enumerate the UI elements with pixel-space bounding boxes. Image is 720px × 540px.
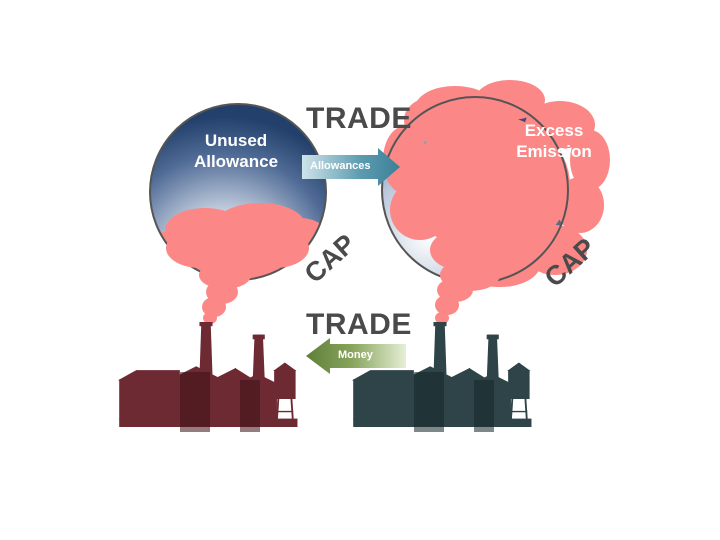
money-arrow-label: Money — [338, 349, 373, 361]
right-bubble-label: Excess Emission — [504, 120, 604, 162]
left-bubble-line1: Unused — [204, 131, 268, 150]
left-bubble-line2: Allowance — [193, 152, 279, 171]
right-bubble-line1: Excess — [524, 121, 584, 140]
right-bubble — [381, 80, 610, 287]
allowances-arrow — [302, 148, 400, 186]
right-smoke — [435, 259, 500, 324]
left-smoke — [166, 228, 309, 324]
left-bubble-label: Unused Allowance — [186, 130, 286, 172]
money-arrow — [306, 338, 406, 374]
trade-bottom-label: TRADE — [306, 308, 412, 341]
trade-top-label: TRADE — [306, 102, 412, 135]
allowances-arrow-label: Allowances — [310, 160, 371, 172]
right-bubble-line2: Emission — [516, 142, 592, 161]
right-emission-cloud — [383, 80, 610, 287]
